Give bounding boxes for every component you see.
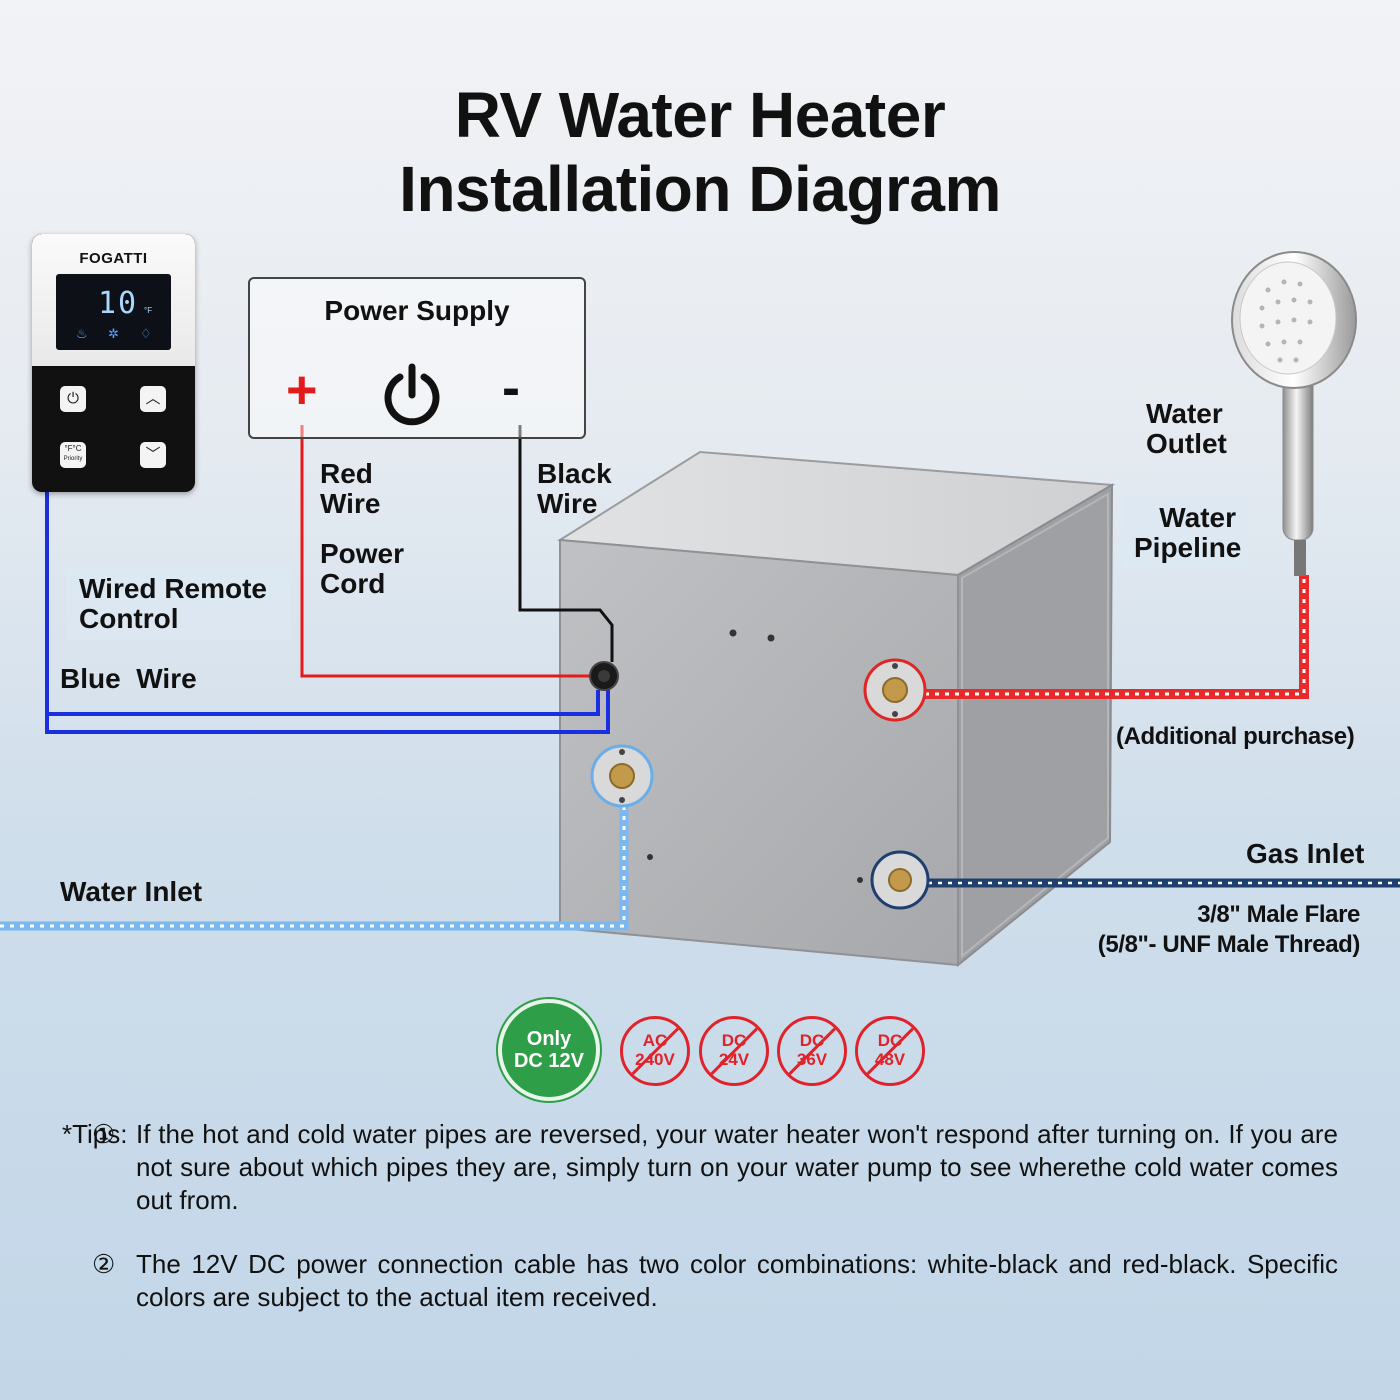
gas-inlet-label: Gas Inlet	[1246, 838, 1365, 869]
water-pipeline-label: Water Pipeline	[1122, 497, 1248, 569]
red-wire	[300, 425, 600, 678]
flame-icon: ♢	[140, 326, 152, 341]
unit-toggle-label: °F°C	[64, 444, 82, 453]
water-heater-unit	[556, 450, 1116, 968]
unit-toggle-button[interactable]: °F°C Priority	[60, 442, 86, 468]
power-supply-title: Power Supply	[324, 295, 510, 326]
power-icon: ⏻	[67, 390, 79, 407]
gas-flare-spec: 3/8" Male Flare (5/8"- UNF Male Thread)	[1097, 901, 1361, 958]
negative-terminal: -	[502, 358, 520, 418]
page-title: RV Water Heater Installation Diagram	[0, 78, 1400, 226]
chevron-down-icon: ﹀	[145, 446, 161, 463]
blue-wire-inner	[45, 690, 610, 734]
shower-head	[1231, 251, 1357, 576]
remote-unit: °F	[144, 306, 153, 315]
water-outlet-label: Water Outlet	[1146, 398, 1227, 459]
up-button[interactable]: ︿	[140, 386, 166, 412]
tip-2-text: The 12V DC power connection cable has tw…	[136, 1249, 1338, 1312]
blue-wire-label: Blue Wire	[60, 663, 197, 694]
fan-icon: ✲	[108, 326, 119, 341]
title-line-2: Installation Diagram	[399, 153, 1001, 225]
cold-water-pipe	[0, 806, 629, 931]
tips-prefix: *Tips:	[62, 1119, 128, 1149]
heater-front-face	[559, 538, 959, 967]
chevron-up-icon: ︿	[145, 390, 161, 407]
shower-mode-icon: ♨	[76, 326, 88, 341]
power-supply-box: Power Supply + -	[248, 277, 586, 439]
hot-water-pipe	[925, 575, 1309, 699]
tip-2-number: ②	[92, 1249, 116, 1279]
power-button[interactable]: ⏻	[60, 386, 86, 412]
blue-wire-outer	[45, 492, 600, 716]
unit-toggle-sublabel: Priority	[63, 456, 83, 462]
red-wire-label: Red Wire	[320, 458, 381, 519]
tip-2: ② The 12V DC power connection cable has …	[92, 1248, 1338, 1314]
power-icon	[384, 363, 440, 426]
tip-1-text: If the hot and cold water pipes are reve…	[136, 1119, 1338, 1215]
remote-face: FOGATTI 10 °F ♨ ✲ ♢	[32, 234, 195, 366]
black-wire	[518, 425, 614, 662]
tip-1-number: ①	[92, 1119, 116, 1149]
remote-temperature: 10	[98, 286, 139, 321]
additional-purchase-note: (Additional purchase)	[1116, 723, 1355, 750]
black-wire-label: Black Wire	[537, 458, 612, 519]
remote-brand: FOGATTI	[79, 250, 148, 267]
wired-remote-control: FOGATTI 10 °F ♨ ✲ ♢ ⏻ ︿ °F°C Priority ﹀	[32, 234, 195, 492]
remote-display: 10 °F ♨ ✲ ♢	[56, 274, 171, 350]
title-line-1: RV Water Heater	[454, 79, 946, 151]
only-dc12v-badge: Only DC 12V	[502, 1003, 596, 1097]
positive-terminal: +	[286, 360, 318, 420]
power-cord-label: Power Cord	[320, 538, 405, 599]
tip-1: ① If the hot and cold water pipes are re…	[92, 1118, 1338, 1217]
water-inlet-label: Water Inlet	[60, 876, 203, 907]
down-button[interactable]: ﹀	[140, 442, 166, 468]
wired-remote-label: Wired Remote Control	[67, 568, 291, 640]
